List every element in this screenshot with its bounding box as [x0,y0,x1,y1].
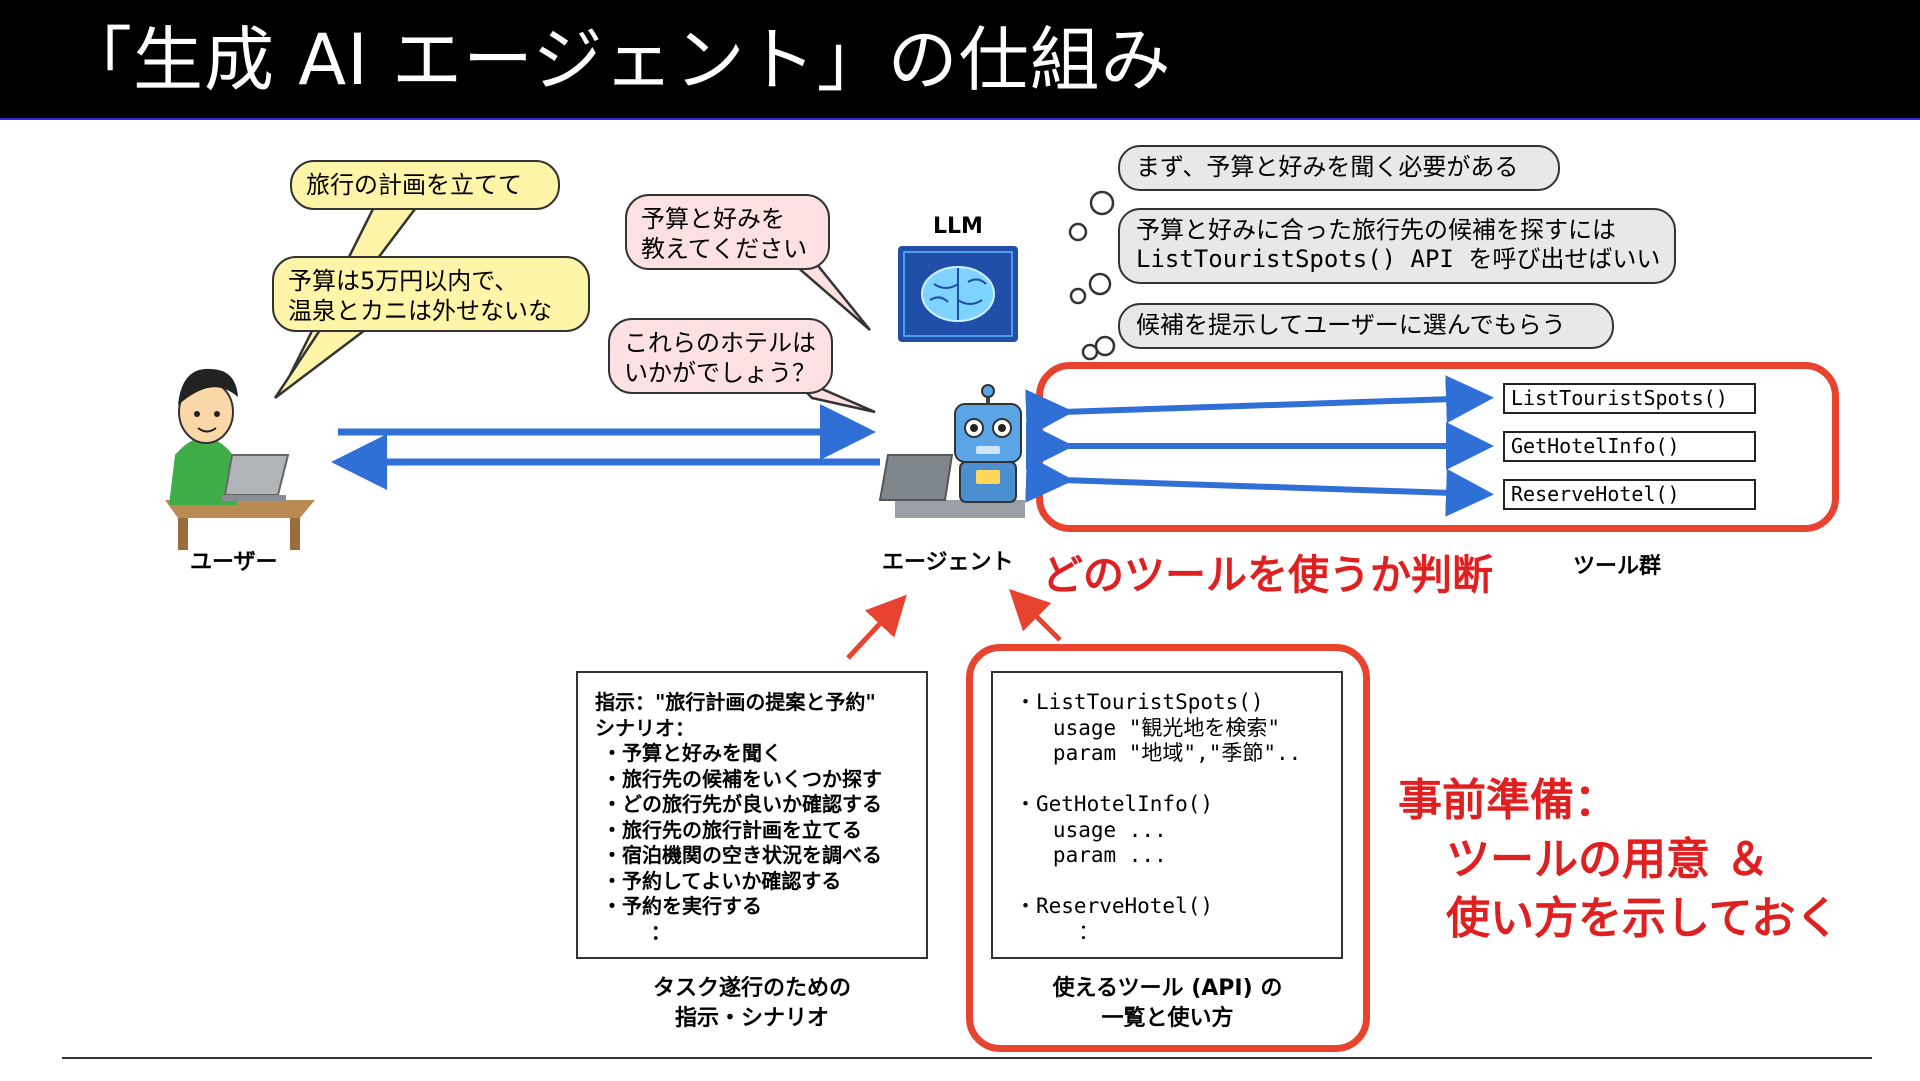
caption-line: 一覧と使い方 [1101,1006,1234,1031]
thought-text: 予算と好みに合った旅行先の候補を探すには [1136,216,1616,244]
llm-label: LLM [933,214,983,239]
tools-panel: ・ListTouristSpots() usage "観光地を検索" param… [991,671,1343,959]
thought-dot [1089,190,1115,216]
tools-label: ツール群 [1573,554,1662,579]
caption-line: タスク遂行のための [652,976,851,1001]
bubble-text: 教えてください [641,235,808,263]
tool-reserve-hotel: ReserveHotel() [1503,479,1756,510]
thought-dot [1069,287,1087,305]
user-illustration [165,368,315,550]
thought-text: ListTouristSpots() API を呼び出せばいい [1136,245,1661,273]
scenario-panel: 指示："旅行計画の提案と予約" シナリオ： ・予算と好みを聞く ・旅行先の候補を… [576,671,928,959]
bubble-text: 予算は5万円以内で、 [288,267,519,295]
bubble-text: 温泉とカニは外せないな [288,297,552,325]
bubble-text: これらのホテルは [624,329,816,357]
tools-panel-highlight [966,644,1370,1052]
thought-dot [1088,272,1112,296]
which-tool-note: どのツールを使うか判断 [1042,551,1493,599]
thought-bubble-2: 予算と好みに合った旅行先の候補を探すには ListTouristSpots() … [1118,208,1676,284]
prep-note-line3: 使い方を示しておく [1446,893,1840,944]
bubble-text: 予算と好みを [641,205,785,233]
prep-note-line1: 事前準備： [1398,775,1618,826]
tools-caption: 使えるツール (API) の 一覧と使い方 [1000,974,1335,1034]
arrow-tool-3 [1025,454,1494,517]
user-bubble-budget: 予算は5万円以内で、 温泉とカニは外せないな [272,256,590,332]
bubble-text: いかがでしょう？ [624,359,816,387]
thought-text: 候補を提示してユーザーに選んでもらう [1136,311,1566,339]
user-label: ユーザー [190,550,278,575]
agent-label: エージェント [882,550,1014,575]
arrow-tool-1 [1025,375,1494,438]
tool-list-tourist-spots: ListTouristSpots() [1503,383,1756,414]
thought-dot [1068,222,1088,242]
prep-note-line2: ツールの用意 ＆ [1446,834,1770,885]
llm-brain-chip [898,246,1018,342]
caption-line: 使えるツール (API) の [1052,976,1283,1001]
agent-robot-illustration [878,384,1025,518]
bubble-tail [273,328,369,399]
page-title: 「生成 AI エージェント」の仕組み [62,19,1172,101]
thought-dot [1094,335,1116,357]
bubble-text: 旅行の計画を立てて [306,171,522,199]
scenario-caption: タスク遂行のための 指示・シナリオ [582,974,922,1034]
user-bubble-plan-request: 旅行の計画を立てて [290,160,560,210]
arrow-tools-to-agent [1008,588,1062,642]
arrow-scenario-to-agent [846,594,907,660]
agent-bubble-hotel-suggestion: これらのホテルは いかがでしょう？ [608,318,833,394]
thought-bubble-1: まず、予算と好みを聞く必要がある [1118,145,1560,191]
tool-get-hotel-info: GetHotelInfo() [1503,431,1756,462]
agent-bubble-ask-preferences: 予算と好みを 教えてください [625,194,830,270]
title-bar: 「生成 AI エージェント」の仕組み [0,0,1920,120]
thought-bubble-3: 候補を提示してユーザーに選んでもらう [1118,303,1614,349]
thought-text: まず、予算と好みを聞く必要がある [1136,153,1519,181]
caption-line: 指示・シナリオ [674,1006,829,1031]
